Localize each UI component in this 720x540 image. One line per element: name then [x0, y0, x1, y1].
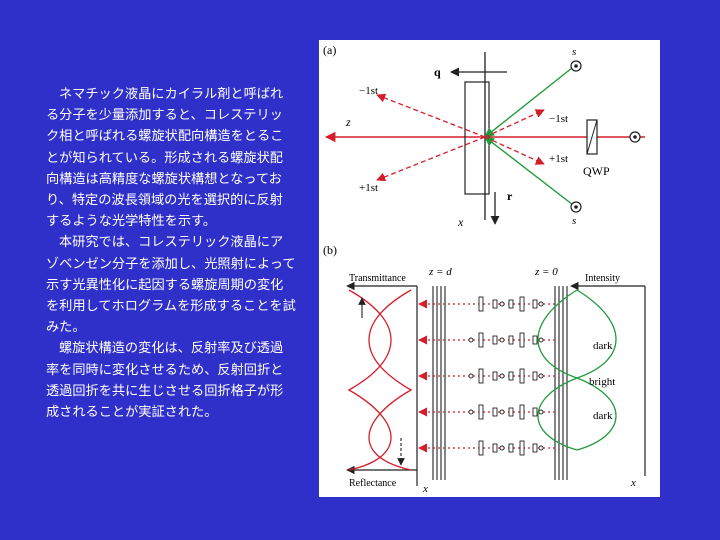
- red-plus1st-left: [376, 136, 486, 182]
- intensity-label: Intensity: [585, 273, 620, 284]
- x-label-a: x: [457, 215, 464, 229]
- green-beam-top: [484, 63, 578, 138]
- panel-b-label: (b): [323, 243, 337, 257]
- helix-row: [418, 296, 555, 312]
- r-label: r: [507, 189, 513, 203]
- paragraph-1: ネマチック液晶にカイラル剤と呼ばれる分子を少量添加すると、コレステリック相と呼ば…: [46, 87, 284, 230]
- qwp-label: QWP: [583, 164, 610, 178]
- transmittance-curve: [368, 289, 413, 471]
- red-minus1st-right: [484, 109, 545, 138]
- s-bottom-label: s: [572, 215, 576, 227]
- x-label-b-left: x: [422, 483, 428, 495]
- dark-label-1: dark: [593, 340, 613, 352]
- bright-label: bright: [589, 376, 615, 388]
- helix-rows: [418, 296, 555, 456]
- panel-b: (b) z = d z = 0 Transmittance Reflectanc…: [323, 243, 646, 495]
- x-label-b-right: x: [630, 477, 636, 489]
- transmittance-label: Transmittance: [349, 273, 406, 284]
- red-minus1st-left: [376, 93, 486, 138]
- s-pol-bottom-dot: [574, 205, 578, 209]
- qwp-axis: [586, 119, 598, 155]
- minus1st-left-label: −1st: [359, 85, 378, 97]
- plus1st-right-label: +1st: [549, 153, 568, 165]
- paragraph-2: 本研究では、コレステリック液晶にアゾベンゼン分子を添加し、光照射によって示す光異…: [46, 235, 296, 336]
- figure-svg: (a) q r z x −1st +1st −1st +1st QWP: [323, 43, 646, 495]
- q-label: q: [434, 65, 441, 79]
- reflectance-curve: [347, 289, 392, 471]
- helix-row: [418, 368, 555, 384]
- helix-row: [418, 404, 555, 420]
- figure-panel: (a) q r z x −1st +1st −1st +1st QWP: [319, 40, 660, 497]
- description-text: ネマチック液晶にカイラル剤と呼ばれる分子を少量添加すると、コレステリック相と呼ば…: [46, 84, 296, 423]
- reflectance-label: Reflectance: [349, 478, 397, 489]
- helix-row: [418, 440, 555, 456]
- panel-a-label: (a): [323, 43, 336, 57]
- s-pol-top-dot: [574, 64, 578, 68]
- s-top-label: s: [572, 46, 576, 58]
- dark-label-2: dark: [593, 410, 613, 422]
- z-0-label: z = 0: [534, 266, 558, 278]
- z-label-a: z: [345, 115, 351, 129]
- panel-a: (a) q r z x −1st +1st −1st +1st QWP: [323, 43, 645, 229]
- intensity-curve-1: [537, 289, 617, 451]
- plus1st-left-label: +1st: [359, 182, 378, 194]
- minus1st-right-label: −1st: [549, 113, 568, 125]
- red-plus1st-right: [484, 136, 545, 165]
- paragraph-3: 螺旋状構造の変化は、反射率及び透過率を同時に変化させるため、反射回折と透過回折を…: [46, 341, 284, 421]
- input-pol-dot: [633, 135, 637, 139]
- helix-row: [418, 332, 555, 348]
- green-beam-bottom: [484, 136, 578, 209]
- intensity-curve-2: [537, 289, 617, 451]
- z-d-label: z = d: [428, 266, 452, 278]
